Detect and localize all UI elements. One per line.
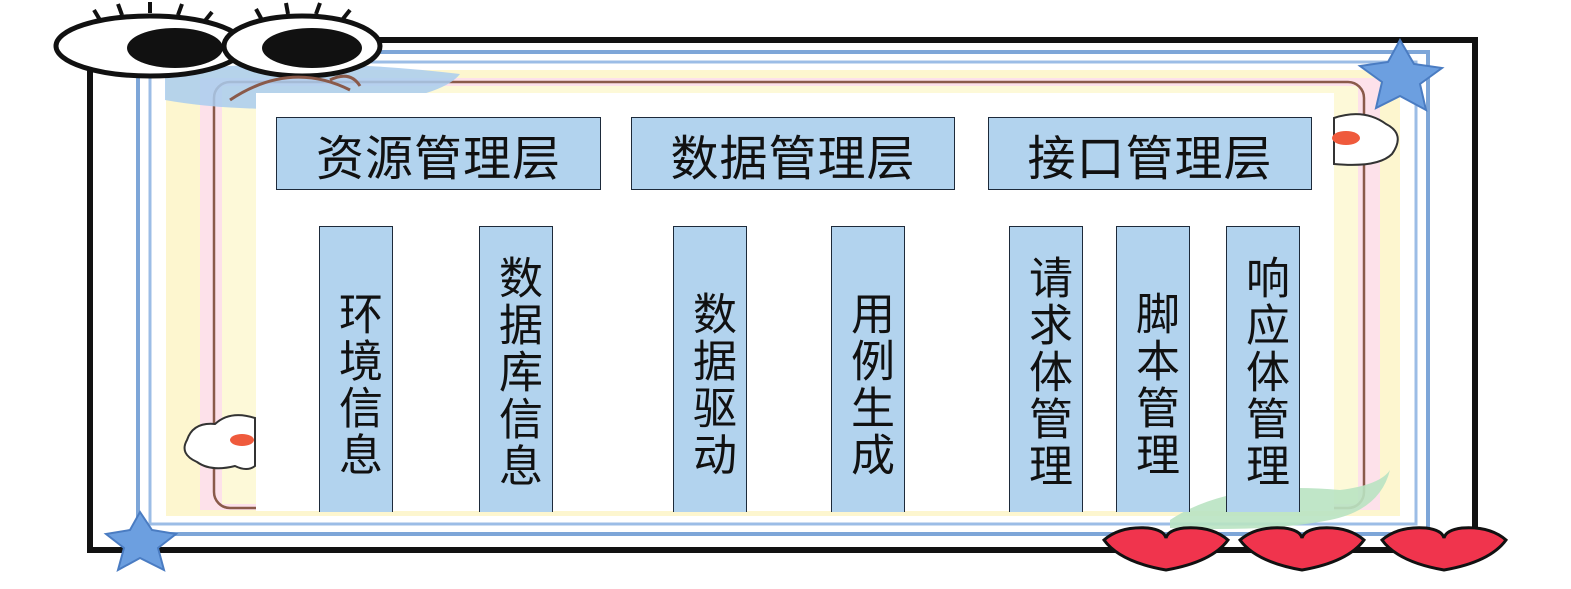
module-case-generation: 用例生成 [831,226,905,512]
layer-data-management: 数据管理层 [631,117,955,190]
module-label: 脚本管理 [1128,290,1179,479]
module-label: 数据驱动 [685,290,736,479]
module-label: 数据库信息 [491,255,542,490]
star-icon [103,510,179,573]
cloud-right-icon [1332,113,1399,166]
heart-icon [1101,526,1231,572]
module-database-info: 数据库信息 [479,226,553,512]
module-label: 请求体管理 [1021,255,1072,490]
module-response-body-management: 响应体管理 [1226,226,1300,512]
module-label: 用例生成 [843,290,894,479]
module-label: 响应体管理 [1238,255,1289,490]
layer-resource-management: 资源管理层 [276,117,601,190]
layer-interface-management: 接口管理层 [988,117,1312,190]
heart-icon [1237,526,1367,572]
module-environment-info: 环境信息 [319,226,393,512]
module-script-management: 脚本管理 [1116,226,1190,512]
module-label: 环境信息 [331,290,382,479]
heart-icon [1379,526,1509,572]
cartoon-eyes-icon [53,2,383,102]
star-icon [1357,37,1445,112]
module-data-driven: 数据驱动 [673,226,747,512]
cloud-left-icon [183,414,256,470]
module-request-body-management: 请求体管理 [1009,226,1083,512]
